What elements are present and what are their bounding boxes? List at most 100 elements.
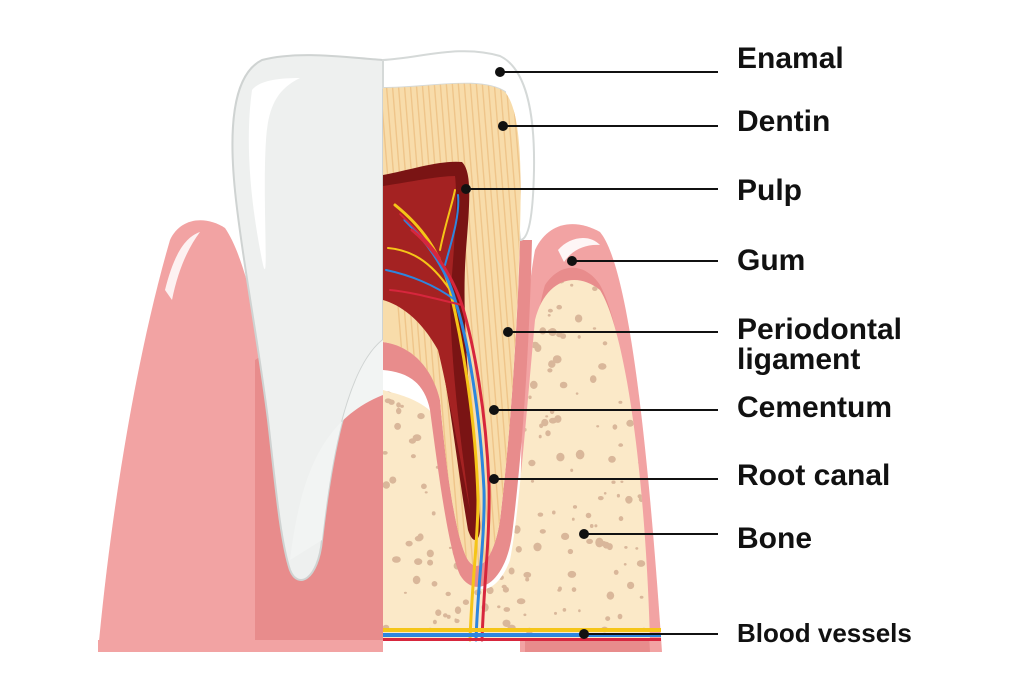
bone-spot	[597, 496, 604, 501]
label-periodontal-line1: Periodontal	[737, 313, 903, 346]
bone-spot	[432, 619, 437, 625]
bone-spot	[578, 609, 581, 613]
bone-spot	[571, 517, 575, 521]
bone-spot	[396, 407, 402, 415]
bone-spot	[533, 542, 542, 552]
bone-spot	[454, 606, 462, 614]
bone-spot	[421, 483, 427, 490]
bone-spot	[530, 380, 538, 389]
bone-spot	[603, 492, 607, 495]
label-periodontal-line2: ligament	[737, 343, 861, 376]
nerve-branches	[385, 189, 491, 642]
bone-spot	[545, 415, 549, 418]
bone-spot	[571, 587, 577, 592]
bone-spot	[589, 375, 597, 383]
leader-dentin	[498, 121, 718, 131]
bone-spot	[618, 400, 623, 404]
bone-spot	[525, 577, 530, 582]
leader-gum	[567, 256, 718, 266]
bone-spot	[556, 332, 563, 338]
bone-spot	[530, 479, 535, 483]
bone-spot	[562, 608, 567, 612]
bone-spot	[554, 611, 557, 615]
bone-spot	[386, 387, 394, 393]
bone-spot	[431, 581, 438, 587]
label-root-canal: Root canal	[737, 459, 891, 492]
bone-spot	[552, 510, 556, 515]
bone-spot	[567, 548, 574, 555]
bone-spot	[426, 549, 434, 558]
bone-spot	[572, 505, 578, 509]
left-root-fill	[290, 340, 383, 560]
bone-spot	[548, 360, 556, 368]
bone-spot	[635, 547, 639, 550]
bone-spot	[575, 449, 585, 460]
bone-spot	[392, 556, 401, 563]
bone-spot	[556, 452, 565, 462]
bone-spot	[417, 533, 424, 541]
dentin-stripe	[463, 83, 505, 566]
label-enamal: Enamal	[737, 42, 844, 75]
enamel	[231, 54, 384, 581]
bone-spot	[431, 511, 436, 516]
bone-spot	[515, 546, 522, 553]
bone-spot	[638, 306, 647, 313]
bone-spot	[412, 575, 421, 585]
bone	[383, 280, 650, 640]
bone-spot	[605, 616, 611, 621]
bone-spot	[513, 525, 521, 534]
bone-spot	[636, 560, 646, 567]
bone-spot	[427, 559, 434, 566]
bone-spot	[408, 438, 416, 444]
bone-spot	[528, 395, 532, 400]
bone-spot	[502, 619, 511, 627]
bone-spot	[523, 613, 527, 617]
bone-spot	[567, 570, 577, 578]
bone-spot	[641, 342, 645, 345]
bone-spot	[498, 575, 504, 580]
bone-spot	[596, 425, 600, 428]
bone-spot	[394, 422, 401, 430]
bone-spot	[641, 380, 645, 383]
leader-enamal	[495, 67, 718, 77]
bone-spot	[414, 558, 423, 565]
bone-spot	[501, 584, 507, 589]
bone-spot	[592, 327, 597, 330]
bone-spot	[625, 495, 633, 504]
bone-spot	[448, 546, 452, 550]
bone-spot	[400, 404, 404, 408]
label-blood-vessels: Blood vessels	[737, 618, 912, 648]
leader-bone	[579, 529, 718, 539]
bone-spot	[618, 443, 624, 447]
leader-periodontal	[503, 327, 718, 337]
bone-spot	[556, 304, 562, 310]
leader-blood-vessels	[579, 629, 718, 639]
bone-spot	[620, 480, 624, 483]
bone-spot	[613, 569, 619, 575]
base-left	[98, 640, 383, 652]
bone-spot	[627, 581, 635, 590]
bone-spot	[446, 614, 451, 619]
left-gum-highlight	[165, 232, 200, 300]
bone-spot	[389, 476, 397, 484]
bone-spot	[618, 516, 624, 522]
bone-spot	[634, 280, 639, 283]
label-dentin: Dentin	[737, 105, 831, 138]
bone-spot	[454, 618, 460, 624]
dentin-stripe	[505, 83, 521, 566]
bone-spot	[592, 286, 598, 292]
label-cementum: Cementum	[737, 391, 893, 424]
bone-spot	[443, 613, 448, 618]
label-bone: Bone	[737, 522, 812, 555]
bone-spot	[612, 424, 618, 430]
left-gum	[98, 220, 262, 652]
bone-spot	[570, 468, 574, 472]
bone-spot	[606, 591, 615, 600]
bone-spot	[575, 392, 579, 395]
bone-spot	[570, 283, 574, 287]
bone-spot	[545, 430, 551, 437]
bone-spot	[577, 335, 581, 339]
bone-spot	[410, 454, 416, 459]
bone-spot	[539, 529, 546, 534]
